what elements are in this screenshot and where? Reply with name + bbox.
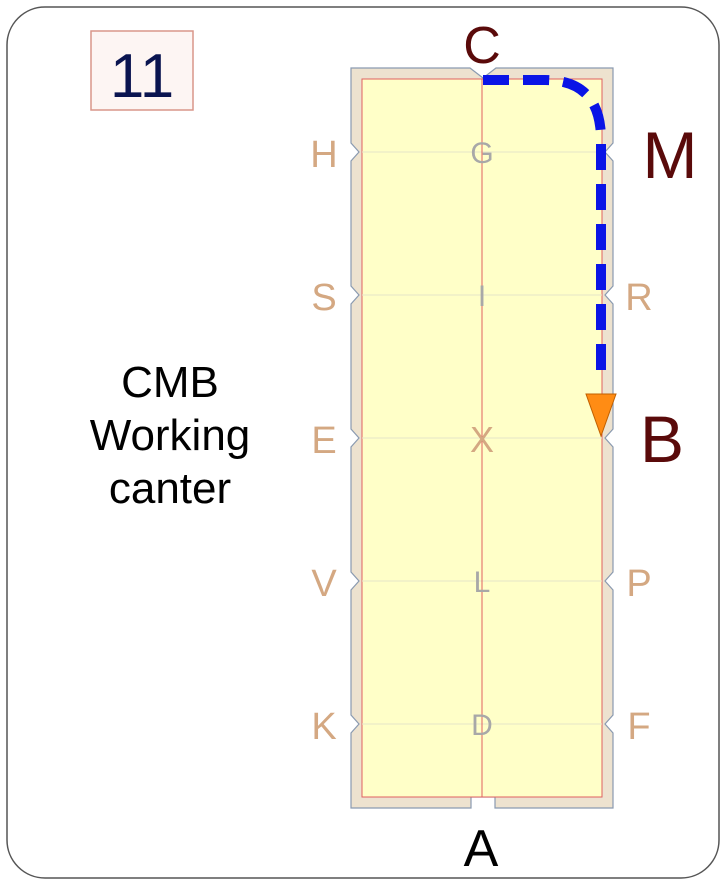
letter-g: G (470, 137, 493, 170)
letter-l: L (474, 566, 491, 599)
letter-h: H (310, 134, 337, 176)
letter-r: R (625, 277, 652, 319)
letter-a: A (464, 820, 499, 878)
exercise-number: 11 (110, 42, 174, 111)
letter-c: C (463, 17, 501, 75)
letter-p: P (626, 563, 651, 605)
letter-e: E (311, 420, 336, 462)
letter-i: I (478, 280, 486, 313)
letter-x: X (470, 419, 494, 460)
caption-line-2: Working (90, 411, 251, 460)
letter-d: D (471, 709, 493, 742)
letter-f: F (627, 706, 650, 748)
caption-line-1: CMB (121, 358, 219, 407)
letter-k: K (311, 706, 336, 748)
letter-s: S (311, 277, 336, 319)
route-arrow-icon (585, 393, 617, 438)
caption-line-3: canter (109, 464, 231, 513)
letter-b: B (640, 402, 684, 476)
number-box (90, 30, 194, 111)
letter-m: M (643, 118, 698, 192)
letter-v: V (311, 563, 337, 605)
